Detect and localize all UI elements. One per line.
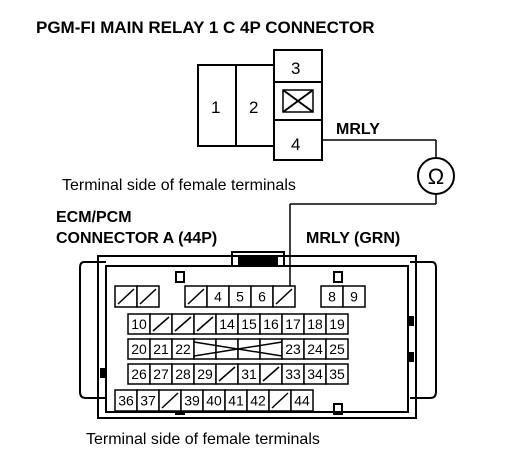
blocked-cavity-mark [271,392,289,409]
ecm-pin-label-29: 29 [197,366,213,382]
ecm-pin-label-10: 10 [131,316,147,332]
blocked-cavity-mark [275,288,293,305]
ecm-pin-label-31: 31 [241,366,257,382]
relay-pin-2: 2 [249,98,258,117]
blocked-cavity-mark [117,288,135,305]
relay-probe-wire [322,139,437,158]
blocked-cavity-mark [139,288,157,305]
blocked-cavity-mark [161,392,179,409]
ecm-pin-label-22: 22 [175,341,191,357]
ecm-pin-label-4: 4 [214,289,222,305]
ecm-pin-label-39: 39 [184,393,200,409]
ecm-pin-label-16: 16 [263,316,279,332]
ohmmeter-icon: Ω [417,157,455,195]
blocked-cavity-mark [262,366,280,382]
ecm-probe-wire [289,194,437,286]
blocked-cavity-mark [218,366,236,382]
ecm-pin-label-17: 17 [285,316,301,332]
ecm-pin-label-23: 23 [285,341,301,357]
ecm-label-line2: CONNECTOR A (44P) [56,230,217,247]
relay-pin-3: 3 [291,59,300,78]
blocked-cavity-mark [187,288,205,305]
ecm-pin-label-40: 40 [206,393,222,409]
ecm-pin-label-34: 34 [307,366,323,382]
ecm-pin-label-33: 33 [285,366,301,382]
diagram-title: PGM-FI MAIN RELAY 1 C 4P CONNECTOR [36,18,374,37]
blocked-cavity-mark [196,316,214,332]
ecm-pin-label-8: 8 [328,289,336,305]
ecm-wire-label: MRLY (GRN) [306,230,400,247]
blocked-cavity-mark [152,316,170,332]
blocked-cavity-mark [174,316,192,332]
ecm-caption: Terminal side of female terminals [86,431,320,448]
ecm-pin-label-20: 20 [131,341,147,357]
ecm-label-line1: ECM/PCM [56,209,132,226]
ecm-pin-label-5: 5 [236,289,244,305]
relay-pin-4: 4 [291,135,300,154]
main-relay-connector [197,49,323,161]
ecm-terminal-35 [325,363,349,385]
ohm-symbol: Ω [428,164,444,189]
ecm-terminal-25 [325,338,349,360]
ecm-pin-label-19: 19 [329,316,345,332]
relay-pin-1: 1 [211,98,220,117]
ecm-connector-housing [79,251,437,419]
ecm-pin-label-24: 24 [307,341,323,357]
ecm-pin-label-6: 6 [258,289,266,305]
relay-wire-label: MRLY [336,121,380,138]
ecm-pin-label-25: 25 [329,341,345,357]
ecm-pin-label-28: 28 [175,366,191,382]
ecm-pin-label-9: 9 [350,289,358,305]
ecm-pin-label-41: 41 [228,393,244,409]
ecm-pin-label-37: 37 [140,393,156,409]
ecm-pin-label-15: 15 [241,316,257,332]
ecm-terminal-19 [325,313,349,335]
ecm-terminal-9 [342,285,366,308]
ecm-pin-label-14: 14 [219,316,235,332]
ecm-pin-label-35: 35 [329,366,345,382]
ecm-pin-label-21: 21 [153,341,169,357]
relay-caption: Terminal side of female terminals [62,177,296,194]
ecm-pin-label-27: 27 [153,366,169,382]
ecm-pin-label-26: 26 [131,366,147,382]
ecm-terminal-44 [290,389,314,412]
ecm-pin-label-42: 42 [250,393,266,409]
ecm-pin-label-18: 18 [307,316,323,332]
ecm-pin-label-36: 36 [118,393,134,409]
blocked-band-mark [193,341,283,357]
ecm-pin-label-44: 44 [294,393,310,409]
